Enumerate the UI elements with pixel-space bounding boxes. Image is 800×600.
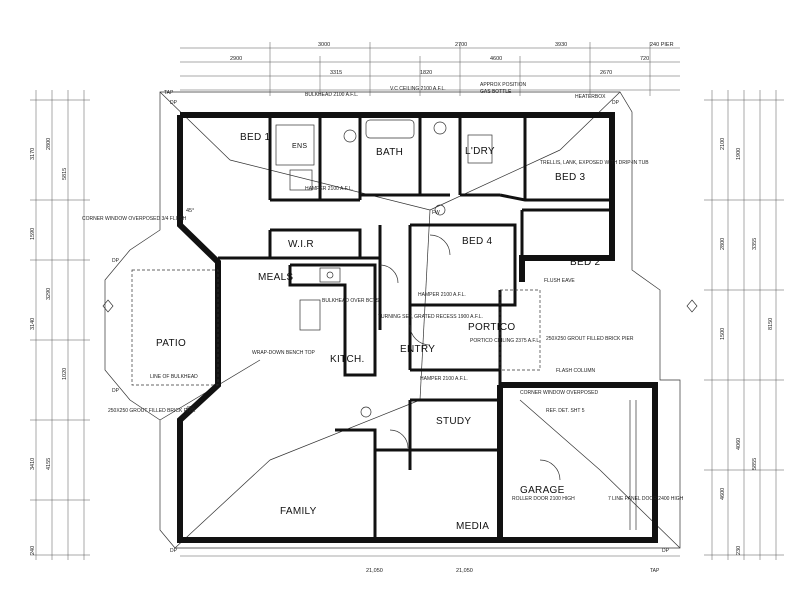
code-dp-4: DP bbox=[662, 548, 670, 554]
dim-left-10: 240 bbox=[30, 546, 36, 555]
dim-top-4: 2900 bbox=[230, 56, 242, 62]
note-wrap-bench: WRAP-DOWN BENCH TOP bbox=[252, 350, 316, 356]
note-portico-ceiling: PORTICO CEILING 2375 A.F.L. bbox=[470, 338, 541, 344]
dim-left-7: 1020 bbox=[62, 368, 68, 380]
room-bed3: BED 3 bbox=[555, 172, 586, 183]
note-ref-det: REF. DET. SHT 5 bbox=[546, 408, 585, 414]
code-dp-2: DP bbox=[612, 100, 620, 106]
dim-right-1: 2100 bbox=[720, 138, 726, 150]
note-hamper-bed4: HAMPER 2100 A.F.L. bbox=[418, 292, 466, 298]
code-tap-1: TAP bbox=[164, 90, 174, 96]
angle-1: 45° bbox=[186, 208, 194, 214]
note-approx-position: APPROX POSITION bbox=[480, 82, 527, 88]
dimension-labels: 3000 2700 3930 2900 4600 3315 1820 2670 … bbox=[30, 42, 774, 574]
note-turning-set: TURNING SET, GRATED RECESS 1900 A.F.L. bbox=[378, 314, 483, 320]
code-dp-1: DP bbox=[170, 100, 178, 106]
dim-left-4: 1590 bbox=[30, 228, 36, 240]
room-bed2: BED 2 bbox=[570, 257, 601, 268]
note-flash-column: FLASH COLUMN bbox=[556, 368, 596, 374]
fixtures bbox=[275, 119, 637, 530]
dim-right-9: 5855 bbox=[752, 458, 758, 470]
note-corner-window: CORNER WINDOW OVERPOSED 3/4 FLUSH bbox=[82, 216, 187, 222]
note-heaterbox: HEATERBOX bbox=[575, 94, 606, 100]
dim-left-3: 5815 bbox=[62, 168, 68, 180]
room-bath: BATH bbox=[376, 147, 403, 158]
code-dp-6: DP bbox=[112, 388, 120, 394]
room-family: FAMILY bbox=[280, 506, 317, 517]
room-meals: MEALS bbox=[258, 272, 293, 283]
dim-top-5: 4600 bbox=[490, 56, 502, 62]
dim-right-3: 8150 bbox=[768, 318, 774, 330]
angle-2: 45° bbox=[186, 406, 194, 412]
note-bulkhead-top: BULKHEAD 2100 A.F.L. bbox=[305, 92, 358, 98]
dim-left-2: 2800 bbox=[46, 138, 52, 150]
roof-outline bbox=[104, 91, 681, 549]
note-trellis: TRELLIS, LANK, EXPOSED WITH DRIP-IN TUB bbox=[540, 160, 649, 166]
room-study: STUDY bbox=[436, 416, 471, 427]
room-bed4: BED 4 bbox=[462, 236, 493, 247]
dim-top-2: 2700 bbox=[455, 42, 467, 48]
dim-top-7: 1820 bbox=[420, 70, 432, 76]
dim-right-10: 230 bbox=[736, 546, 742, 555]
dim-top-1: 3000 bbox=[318, 42, 330, 48]
dim-left-8: 4155 bbox=[46, 458, 52, 470]
dim-right-4: 2800 bbox=[720, 238, 726, 250]
dim-top-9: 720 bbox=[640, 56, 649, 62]
dim-right-8: 4600 bbox=[720, 488, 726, 500]
note-gas-bottle: GAS BOTTLE bbox=[480, 89, 512, 95]
dim-top-10: 240 PIER bbox=[650, 42, 674, 48]
room-garage: GARAGE bbox=[520, 485, 565, 496]
dim-right-2: 1900 bbox=[736, 148, 742, 160]
dim-top-8: 2670 bbox=[600, 70, 612, 76]
dim-bottom-1: 21,050 bbox=[366, 568, 383, 574]
dim-top-3: 3930 bbox=[555, 42, 567, 48]
room-kitch: KITCH. bbox=[330, 354, 365, 365]
room-ldry: L'DRY bbox=[465, 146, 495, 157]
patio-outline bbox=[131, 269, 219, 386]
note-bulkhead-meals: BULKHEAD OVER BCTS bbox=[322, 298, 380, 304]
room-portico: PORTICO bbox=[468, 322, 515, 333]
room-ens: ENS bbox=[292, 143, 307, 150]
dim-right-6: 1500 bbox=[720, 328, 726, 340]
note-corner-window-garage: CORNER WINDOW OVERPOSED bbox=[520, 390, 598, 396]
room-patio: PATIO bbox=[156, 338, 186, 349]
room-bed1: BED 1 bbox=[240, 132, 271, 143]
room-wir: W.I.R bbox=[288, 239, 314, 250]
dim-left-1: 3170 bbox=[30, 148, 36, 160]
room-media: MEDIA bbox=[456, 521, 489, 532]
room-labels: BED 1 ENS BATH L'DRY BED 3 W.I.R BED 4 B… bbox=[156, 132, 601, 532]
dim-right-7: 4060 bbox=[736, 438, 742, 450]
note-roller-door: ROLLER DOOR 2100 HIGH bbox=[512, 496, 575, 502]
note-vc-ceiling: V.C CEILING 2100 A.F.L. bbox=[390, 86, 446, 92]
note-brick-pier-left: 250X250 GROUT FILLED BRICK PIER bbox=[108, 408, 196, 414]
plan-notes: BULKHEAD 2100 A.F.L. V.C CEILING 2100 A.… bbox=[82, 82, 684, 502]
interior-walls bbox=[218, 115, 612, 540]
note-flush-eave: FLUSH EAVE bbox=[544, 278, 575, 284]
dim-bottom-2: 21,050 bbox=[456, 568, 473, 574]
dim-left-6: 3140 bbox=[30, 318, 36, 330]
note-hamper-bed1: HAMPER 2100 A.F.L. bbox=[305, 186, 353, 192]
dim-top-6: 3315 bbox=[330, 70, 342, 76]
room-entry: ENTRY bbox=[400, 344, 435, 355]
note-line-bulkhead: LINE OF BULKHEAD bbox=[150, 374, 198, 380]
portico-outline bbox=[499, 289, 541, 371]
dimension-lines bbox=[30, 42, 784, 560]
note-panel-door: 7 LINE PANEL DOOR 2400 HIGH bbox=[608, 496, 684, 502]
note-brick-pier-right: 250X250 GROUT FILLED BRICK PIER bbox=[546, 336, 634, 342]
dim-left-5: 3290 bbox=[46, 288, 52, 300]
dim-right-5: 3355 bbox=[752, 238, 758, 250]
code-dp-3: DP bbox=[170, 548, 178, 554]
dim-left-9: 3410 bbox=[30, 458, 36, 470]
code-tap-2: TAP bbox=[650, 568, 660, 574]
section-markers bbox=[102, 204, 698, 418]
note-hamper-study: HAMPER 2100 A.F.L. bbox=[420, 376, 468, 382]
code-dp-5: DP bbox=[112, 258, 120, 264]
angle-markers: 45° 45° bbox=[186, 208, 194, 412]
